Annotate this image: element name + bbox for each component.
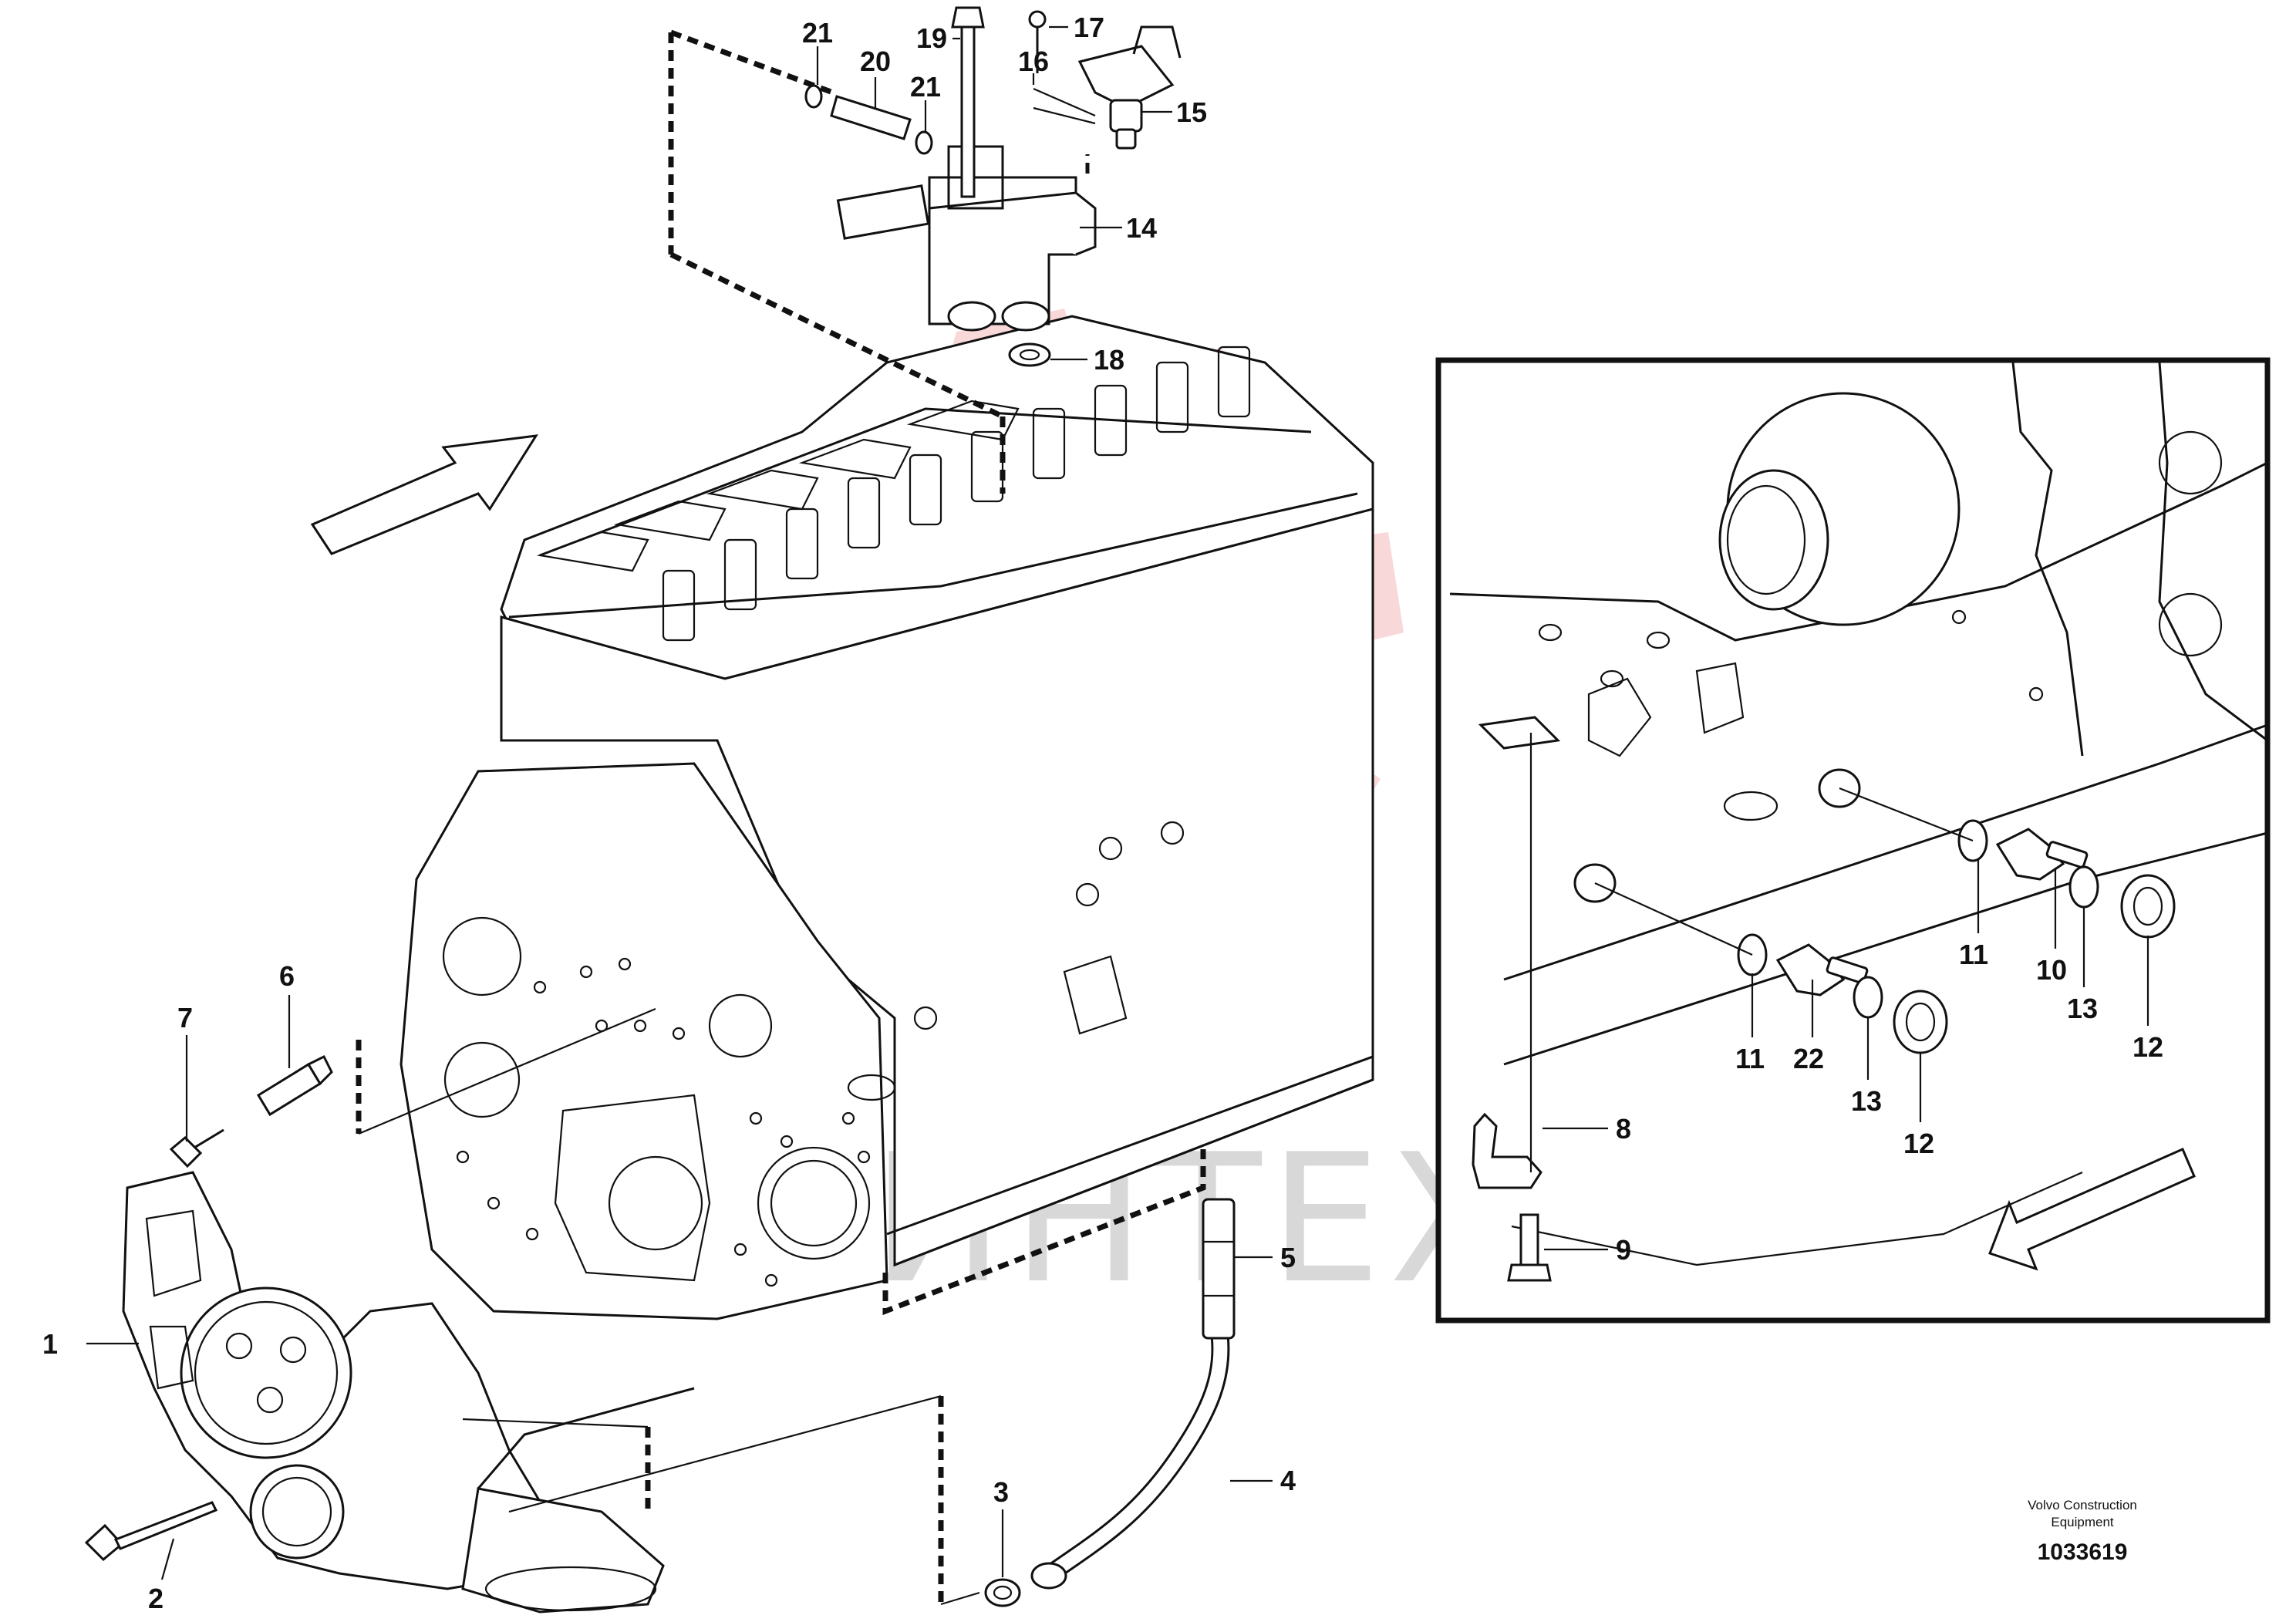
part-9-bolt bbox=[1507, 1213, 1552, 1282]
label-21a: 21 bbox=[802, 17, 833, 49]
part-20-pin bbox=[830, 95, 912, 140]
part-13-oring-a bbox=[1853, 976, 1883, 1019]
label-3: 3 bbox=[993, 1476, 1009, 1508]
label-12b: 12 bbox=[1903, 1128, 1934, 1159]
part-13-oring-b bbox=[2068, 865, 2099, 909]
inset-direction-arrow-icon bbox=[1988, 1148, 2196, 1271]
label-18: 18 bbox=[1094, 344, 1124, 376]
part-15-solenoid bbox=[1077, 25, 1182, 150]
label-11a: 11 bbox=[1959, 939, 1988, 970]
leader-lines bbox=[86, 25, 2149, 1580]
part-12-plug-a bbox=[1893, 990, 1948, 1054]
label-5: 5 bbox=[1280, 1242, 1296, 1273]
part-22-valve bbox=[1775, 943, 1869, 996]
part-12-plug-b bbox=[2120, 874, 2176, 939]
part-1-oil-pump bbox=[122, 1171, 557, 1590]
label-8: 8 bbox=[1616, 1113, 1631, 1145]
label-13b: 13 bbox=[1851, 1085, 1882, 1117]
label-17: 17 bbox=[1074, 12, 1104, 43]
part-18-washer bbox=[1008, 342, 1051, 367]
part-21-oring-a bbox=[804, 84, 823, 109]
label-20: 20 bbox=[860, 46, 891, 77]
part-19-bolt bbox=[951, 6, 985, 198]
publisher-line-1: Volvo Construction bbox=[2028, 1498, 2137, 1512]
part-10-valve bbox=[1995, 828, 2089, 881]
label-6: 6 bbox=[279, 960, 295, 992]
publisher-line-2: Equipment bbox=[2051, 1515, 2114, 1529]
part-5-fitting bbox=[1202, 1198, 1236, 1340]
label-4: 4 bbox=[1280, 1465, 1296, 1496]
part-16-clip bbox=[1033, 87, 1096, 125]
label-14: 14 bbox=[1126, 212, 1157, 244]
label-12a: 12 bbox=[2132, 1031, 2163, 1063]
label-21b: 21 bbox=[910, 71, 941, 103]
label-16: 16 bbox=[1018, 46, 1049, 77]
label-11b: 11 bbox=[1735, 1043, 1765, 1074]
label-22: 22 bbox=[1793, 1043, 1824, 1074]
label-2: 2 bbox=[148, 1583, 164, 1614]
label-7: 7 bbox=[177, 1002, 193, 1034]
direction-arrow-icon bbox=[310, 434, 538, 555]
label-13a: 13 bbox=[2067, 993, 2098, 1024]
part-21-oring-b bbox=[915, 130, 933, 155]
part-2-bolt bbox=[84, 1501, 218, 1562]
label-1: 1 bbox=[42, 1328, 58, 1360]
part-8-bracket bbox=[1472, 1112, 1542, 1189]
label-10: 10 bbox=[2036, 954, 2067, 986]
top-assembly-frame bbox=[668, 29, 1006, 494]
part-6-sleeve bbox=[256, 1054, 333, 1117]
label-15: 15 bbox=[1176, 96, 1207, 128]
oil-strainer bbox=[461, 1387, 695, 1614]
inset-detail-frame bbox=[1435, 357, 2271, 1324]
part-4-oil-pipe bbox=[1030, 1325, 1230, 1590]
drawing-number: 1033619 bbox=[2038, 1539, 2128, 1565]
part-17-screw bbox=[1028, 10, 1047, 73]
part-14-housing bbox=[836, 145, 1097, 332]
callout-labels: 1 2 3 4 5 6 7 8 9 10 11 11 12 12 13 13 1… bbox=[42, 12, 2163, 1614]
label-9: 9 bbox=[1616, 1234, 1631, 1266]
part-3-oring bbox=[984, 1578, 1021, 1607]
part-7-bolt bbox=[169, 1128, 224, 1168]
lower-assembly-frame bbox=[462, 1149, 1206, 1606]
engine-block bbox=[400, 315, 1374, 1320]
reference-block: Volvo Construction Equipment 1033619 bbox=[2028, 1498, 2137, 1565]
label-19: 19 bbox=[916, 22, 947, 54]
